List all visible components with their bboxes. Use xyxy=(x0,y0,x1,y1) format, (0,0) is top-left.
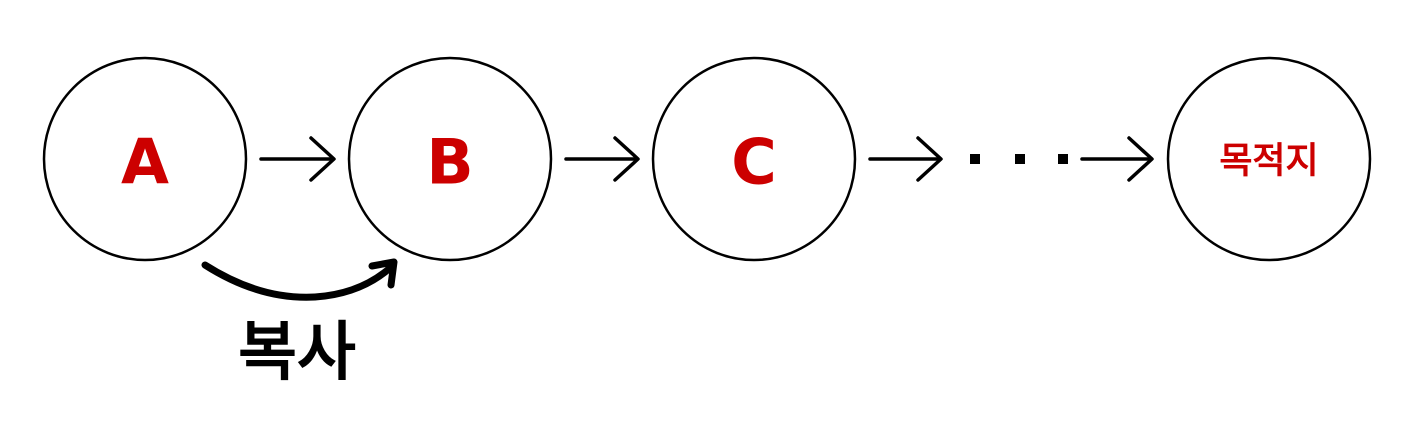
ellipsis-dot-2 xyxy=(1015,154,1025,164)
arrow-a-to-b xyxy=(259,136,336,182)
ellipsis-dot-3 xyxy=(1058,154,1068,164)
ellipsis-dot-1 xyxy=(970,154,980,164)
node-destination: 목적지 xyxy=(1166,56,1372,262)
node-a-circle xyxy=(42,56,248,262)
node-destination-circle xyxy=(1166,56,1372,262)
copy-label: 복사 xyxy=(238,316,356,390)
arrow-b-to-c-head xyxy=(613,136,640,182)
node-a: A xyxy=(42,56,248,262)
node-b-label: B xyxy=(426,126,473,199)
node-a-label: A xyxy=(121,126,169,199)
arrow-c-to-ellipsis-head xyxy=(916,136,943,182)
copy-arrow-curve xyxy=(201,261,394,301)
node-c: C xyxy=(651,56,857,262)
copy-arrow xyxy=(201,258,398,301)
arrow-a-to-b-head xyxy=(309,136,336,182)
arrow-ellipsis-to-destination xyxy=(1080,136,1154,182)
arrow-c-to-ellipsis xyxy=(868,136,943,182)
node-b-circle xyxy=(347,56,553,262)
node-b: B xyxy=(347,56,553,262)
copy-arrow-head xyxy=(368,258,398,289)
node-c-circle xyxy=(651,56,857,262)
node-destination-label: 목적지 xyxy=(1219,141,1318,182)
node-c-label: C xyxy=(731,126,777,199)
ellipsis xyxy=(970,154,1068,164)
arrow-b-to-c xyxy=(564,136,640,182)
arrow-ellipsis-to-destination-head xyxy=(1127,136,1154,182)
